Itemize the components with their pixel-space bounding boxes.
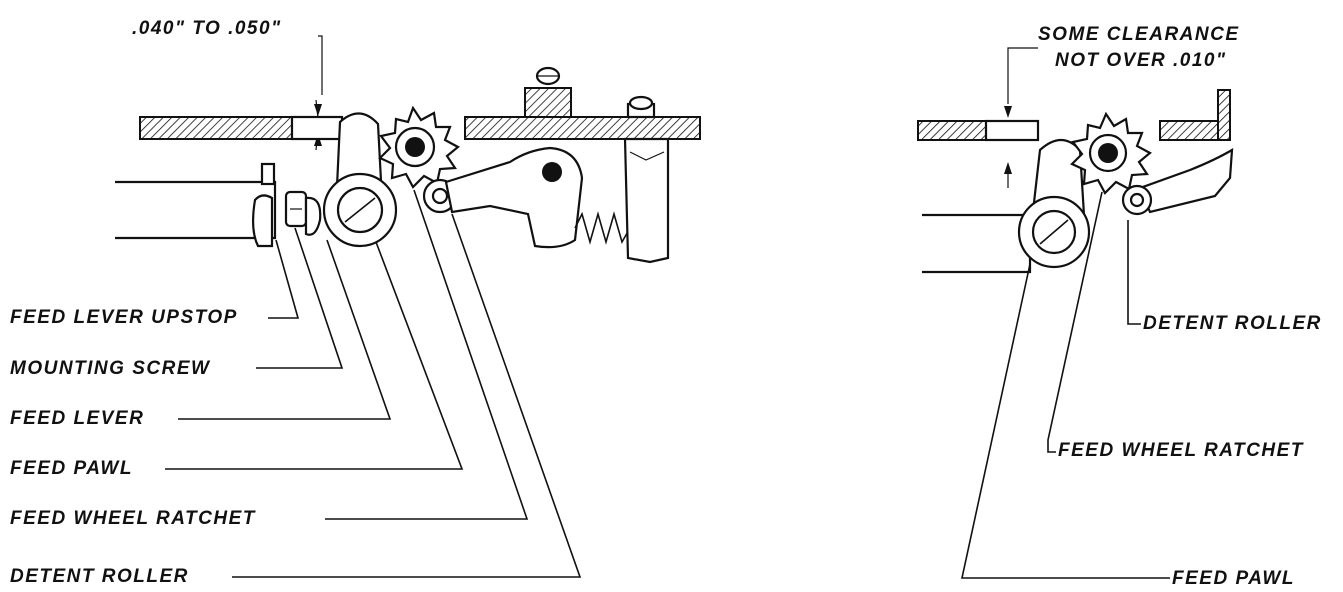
right-detent-lever: [1138, 147, 1234, 214]
leader-feed-lever: [178, 239, 392, 420]
clearance-label-line2: NOT OVER .010": [1055, 50, 1227, 71]
right-leader-feed-pawl: [961, 263, 1170, 579]
feed-lever-upstop: [260, 162, 276, 186]
right-view: SOME CLEARANCE NOT OVER .010" DETENT ROL…: [917, 24, 1322, 589]
right-feed-lever-shaft: [922, 213, 1032, 274]
right-label-detent-roller: DETENT ROLLER: [1143, 313, 1322, 334]
detent-lever: [444, 146, 584, 249]
label-mounting-screw: MOUNTING SCREW: [10, 358, 211, 379]
ratchet-hub: [405, 137, 425, 157]
leader-feed-pawl: [165, 241, 464, 470]
plate-gap: [290, 115, 344, 141]
detent-spring: [574, 211, 631, 245]
right-leader-feed-wheel-ratchet: [1047, 191, 1103, 453]
upstop-body: [251, 194, 274, 248]
label-feed-lever-upstop: FEED LEVER UPSTOP: [10, 307, 238, 328]
right-plate-gap: [984, 119, 1040, 142]
right-ratchet-hub: [1098, 143, 1118, 163]
clearance-label-line1: SOME CLEARANCE: [1038, 24, 1240, 45]
label-feed-pawl: FEED PAWL: [10, 458, 133, 479]
dimension-leader: [318, 35, 323, 95]
mounting-plate-right: [464, 116, 701, 140]
right-bracket: [1217, 89, 1231, 141]
clearance-leader: [1007, 47, 1038, 104]
label-feed-lever: FEED LEVER: [10, 408, 144, 429]
right-leader-detent-roller: [1127, 220, 1141, 325]
label-detent-roller: DETENT ROLLER: [10, 566, 189, 587]
leader-mounting-screw: [256, 227, 344, 369]
spring-post: [623, 137, 670, 264]
leader-feed-lever-upstop: [268, 239, 300, 319]
left-view: .040" TO .050": [10, 18, 701, 587]
dimension-label: .040" TO .050": [132, 18, 282, 39]
feed-lever-shaft: [115, 180, 277, 240]
right-label-feed-wheel-ratchet: FEED WHEEL RATCHET: [1058, 440, 1304, 461]
right-plate-left: [917, 120, 987, 141]
label-feed-wheel-ratchet: FEED WHEEL RATCHET: [10, 508, 256, 529]
right-label-feed-pawl: FEED PAWL: [1172, 568, 1295, 589]
leader-detent-roller: [232, 213, 582, 578]
mounting-plate-left: [139, 116, 293, 140]
bracket-block: [524, 87, 572, 118]
leader-feed-wheel-ratchet: [325, 189, 529, 520]
